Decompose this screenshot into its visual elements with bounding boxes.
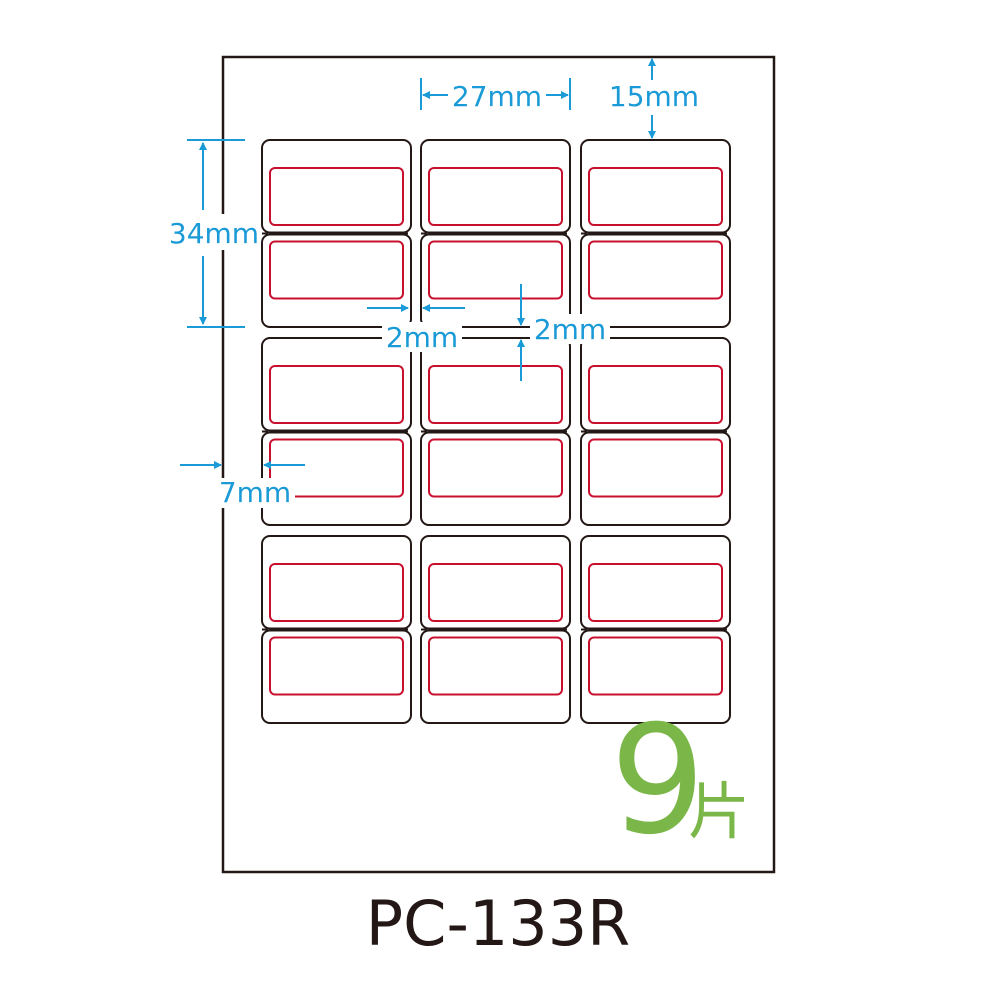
inner-frame xyxy=(588,636,723,696)
inner-frame xyxy=(588,240,723,300)
inner-frame xyxy=(269,167,404,226)
dimension-annotations xyxy=(180,58,656,469)
label-section xyxy=(420,431,571,526)
column-gap-text: 2mm xyxy=(386,321,458,354)
label-section xyxy=(580,535,731,630)
sheet-border xyxy=(221,55,776,874)
model-number: PC-133R xyxy=(366,887,630,960)
inner-frame xyxy=(428,636,563,696)
inner-frame xyxy=(428,365,563,424)
top-margin-text: 15mm xyxy=(609,80,699,113)
inner-frame xyxy=(588,167,723,226)
inner-frame xyxy=(428,167,563,226)
side-margin-text: 7mm xyxy=(219,476,291,509)
label-section xyxy=(420,535,571,630)
label-section xyxy=(420,629,571,724)
label-section xyxy=(580,431,731,526)
row-gap-text: 2mm xyxy=(534,313,606,346)
inner-frame xyxy=(588,365,723,424)
label-section xyxy=(420,139,571,234)
label-section xyxy=(580,337,731,432)
inner-frame xyxy=(588,438,723,498)
label-section xyxy=(261,535,412,630)
label-section xyxy=(261,139,412,234)
label-height-text: 34mm xyxy=(169,217,259,250)
inner-frame xyxy=(428,240,563,300)
inner-frame xyxy=(428,438,563,498)
inner-frame xyxy=(269,365,404,424)
label-section xyxy=(261,629,412,724)
label-width-text: 27mm xyxy=(452,80,542,113)
inner-frame xyxy=(269,563,404,622)
inner-frame xyxy=(269,636,404,696)
label-section xyxy=(261,233,412,328)
count-number: 9 xyxy=(610,694,705,868)
inner-frame xyxy=(588,563,723,622)
label-section xyxy=(580,139,731,234)
labels-grid xyxy=(261,139,731,724)
count-unit: 片 xyxy=(688,775,750,848)
inner-frame xyxy=(269,240,404,300)
inner-frame xyxy=(428,563,563,622)
